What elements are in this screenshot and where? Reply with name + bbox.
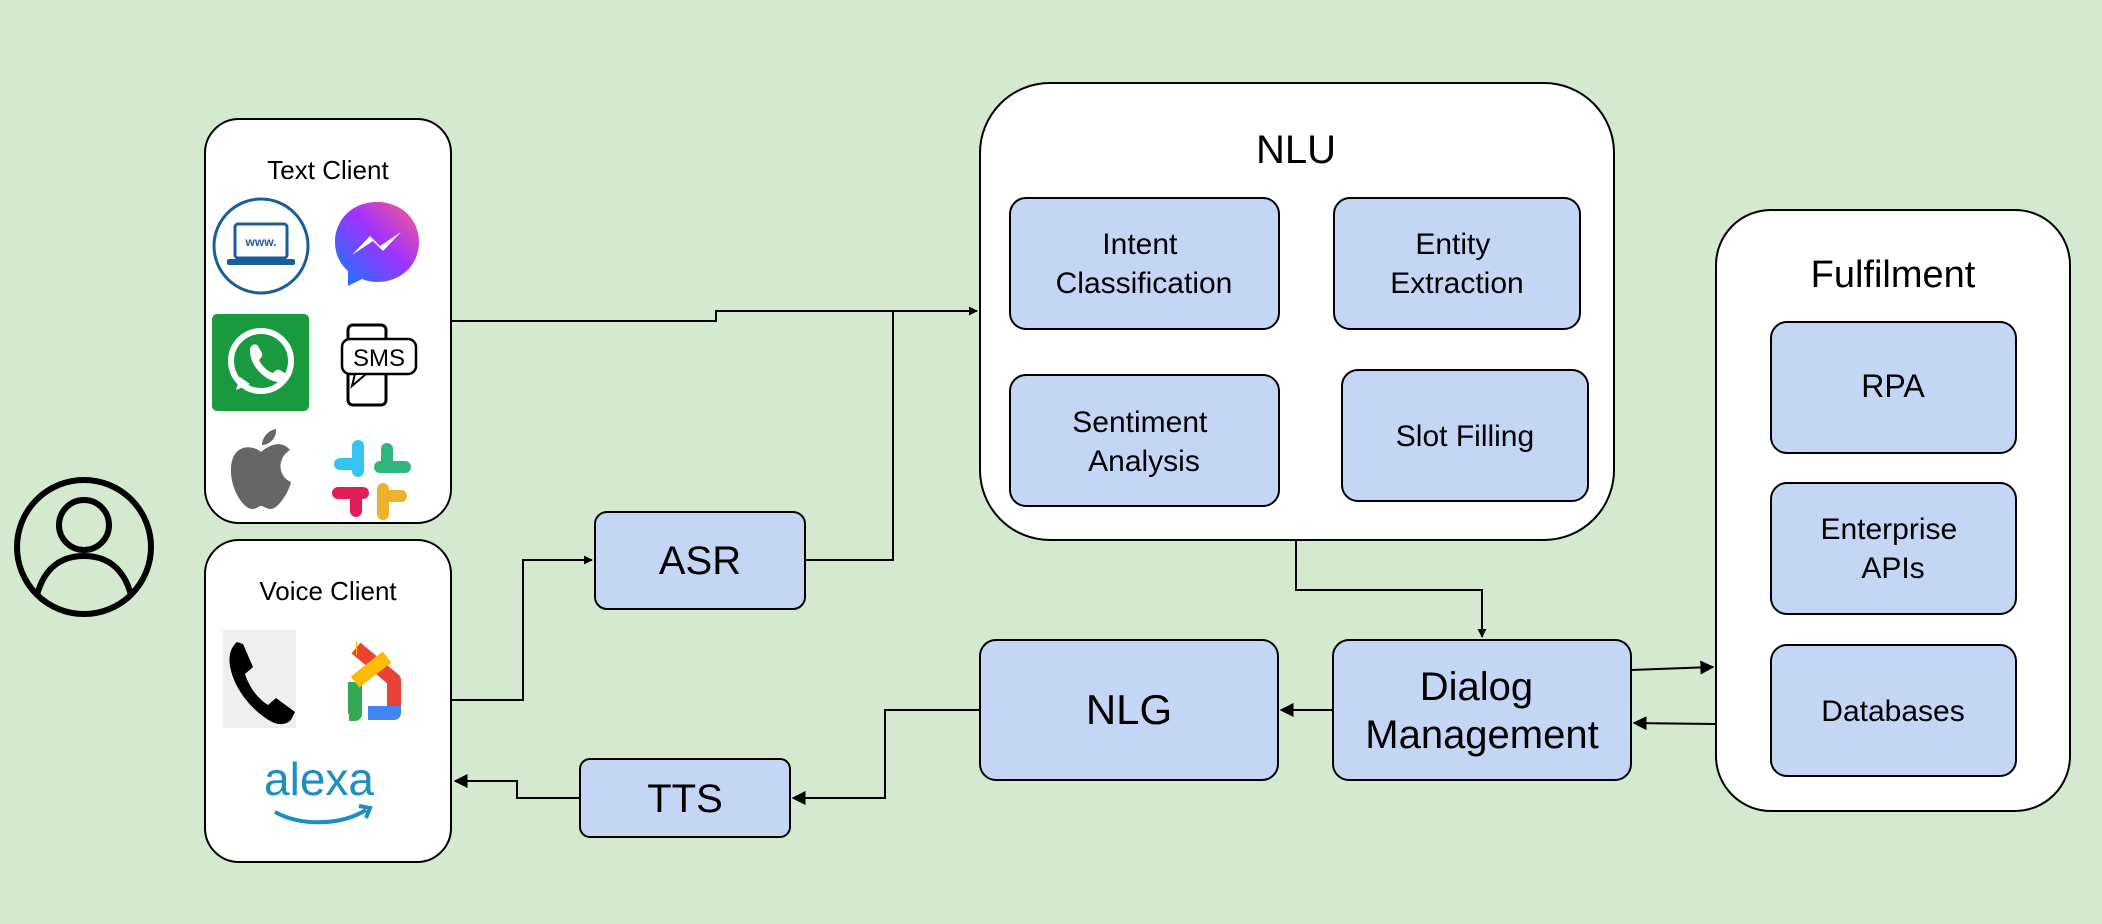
nlu-container: NLU Intent Classification Entity Extract… bbox=[979, 82, 1615, 541]
sms-icon: SMS bbox=[340, 323, 418, 407]
web-browser-icon: www. bbox=[212, 197, 310, 295]
databases-label: Databases bbox=[1821, 695, 1964, 728]
nlu-title: NLU bbox=[1256, 128, 1336, 172]
rpa-label: RPA bbox=[1861, 368, 1925, 404]
asr-label: ASR bbox=[659, 539, 741, 583]
nlg-to-tts-arrow bbox=[791, 709, 980, 805]
dialog-management-label: Dialog Management bbox=[1365, 665, 1598, 757]
alexa-icon: alexa bbox=[264, 753, 374, 825]
dialog-to-fulfilment-arrow bbox=[1630, 660, 1715, 675]
sms-text: SMS bbox=[353, 345, 405, 372]
intent-classification-label: Intent Classification bbox=[1056, 228, 1233, 300]
google-home-icon bbox=[348, 641, 401, 721]
voice-client-label: Voice Client bbox=[259, 576, 397, 606]
asr-node: ASR bbox=[594, 511, 806, 610]
intent-classification-node: Intent Classification bbox=[1009, 197, 1280, 330]
fulfilment-title: Fulfilment bbox=[1811, 254, 1976, 296]
databases-node: Databases bbox=[1770, 644, 2017, 777]
voice-client-box: Voice Client alexa bbox=[204, 539, 452, 863]
slack-icon bbox=[332, 440, 411, 520]
fulfilment-to-dialog-arrow bbox=[1632, 716, 1717, 731]
user-avatar-icon bbox=[14, 477, 154, 617]
entity-extraction-label: Entity Extraction bbox=[1390, 228, 1523, 300]
slot-filling-node: Slot Filling bbox=[1341, 369, 1589, 502]
whatsapp-icon bbox=[212, 314, 309, 411]
entity-extraction-node: Entity Extraction bbox=[1333, 197, 1581, 330]
slot-filling-label: Slot Filling bbox=[1396, 420, 1534, 453]
voice-client-to-asr-arrow bbox=[451, 555, 593, 701]
nlg-label: NLG bbox=[1086, 686, 1172, 733]
alexa-text: alexa bbox=[264, 753, 374, 805]
text-client-box: Text Client www. bbox=[204, 118, 452, 524]
sentiment-analysis-label: Sentiment Analysis bbox=[1072, 406, 1215, 478]
nlu-to-dialog-arrow bbox=[1295, 540, 1487, 638]
tts-label: TTS bbox=[647, 777, 723, 821]
tts-to-voice-client-arrow bbox=[453, 774, 580, 799]
text-client-label: Text Client bbox=[267, 155, 389, 185]
asr-to-nlu-connector bbox=[805, 311, 894, 561]
sentiment-analysis-node: Sentiment Analysis bbox=[1009, 374, 1280, 507]
nlg-node: NLG bbox=[979, 639, 1279, 781]
text-client-to-nlu-arrow bbox=[451, 306, 978, 322]
enterprise-apis-label: Enterprise APIs bbox=[1820, 513, 1965, 585]
telephone-icon bbox=[223, 630, 296, 728]
tts-node: TTS bbox=[579, 758, 791, 838]
apple-icon bbox=[230, 429, 291, 509]
enterprise-apis-node: Enterprise APIs bbox=[1770, 482, 2017, 615]
dialog-management-node: Dialog Management bbox=[1332, 639, 1632, 781]
rpa-node: RPA bbox=[1770, 321, 2017, 454]
www-text: www. bbox=[245, 235, 277, 249]
messenger-icon bbox=[335, 202, 419, 286]
fulfilment-container: Fulfilment RPA Enterprise APIs Databases bbox=[1715, 209, 2071, 812]
